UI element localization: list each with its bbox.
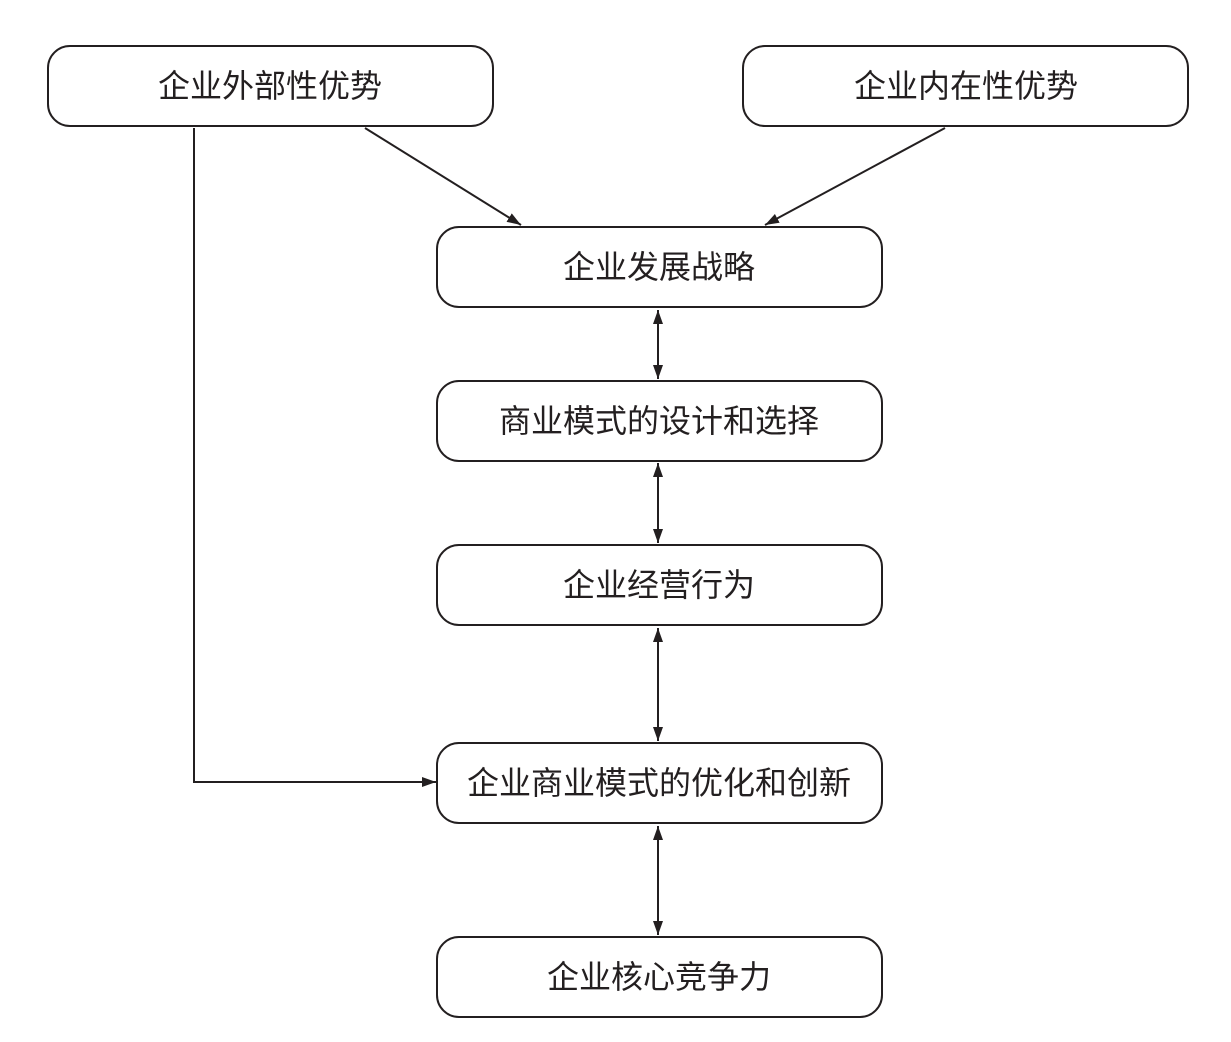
node-design: 商业模式的设计和选择 [436,380,883,462]
edge-external-to-innovation [193,128,436,787]
node-behavior: 企业经营行为 [436,544,883,626]
node-innovation-label: 企业商业模式的优化和创新 [467,764,851,802]
node-competitiveness: 企业核心竞争力 [436,936,883,1018]
node-strategy: 企业发展战略 [436,226,883,308]
node-strategy-label: 企业发展战略 [563,248,755,286]
edge-external-to-strategy [364,127,522,226]
edges [193,127,946,935]
node-external: 企业外部性优势 [47,45,494,127]
node-competitiveness-label: 企业核心竞争力 [547,958,771,996]
node-external-label: 企业外部性优势 [158,67,382,105]
edge-internal-to-strategy [764,127,946,226]
node-behavior-label: 企业经营行为 [563,566,755,604]
node-internal-label: 企业内在性优势 [854,67,1078,105]
node-internal: 企业内在性优势 [742,45,1189,127]
node-design-label: 商业模式的设计和选择 [499,402,819,440]
node-innovation: 企业商业模式的优化和创新 [436,742,883,824]
